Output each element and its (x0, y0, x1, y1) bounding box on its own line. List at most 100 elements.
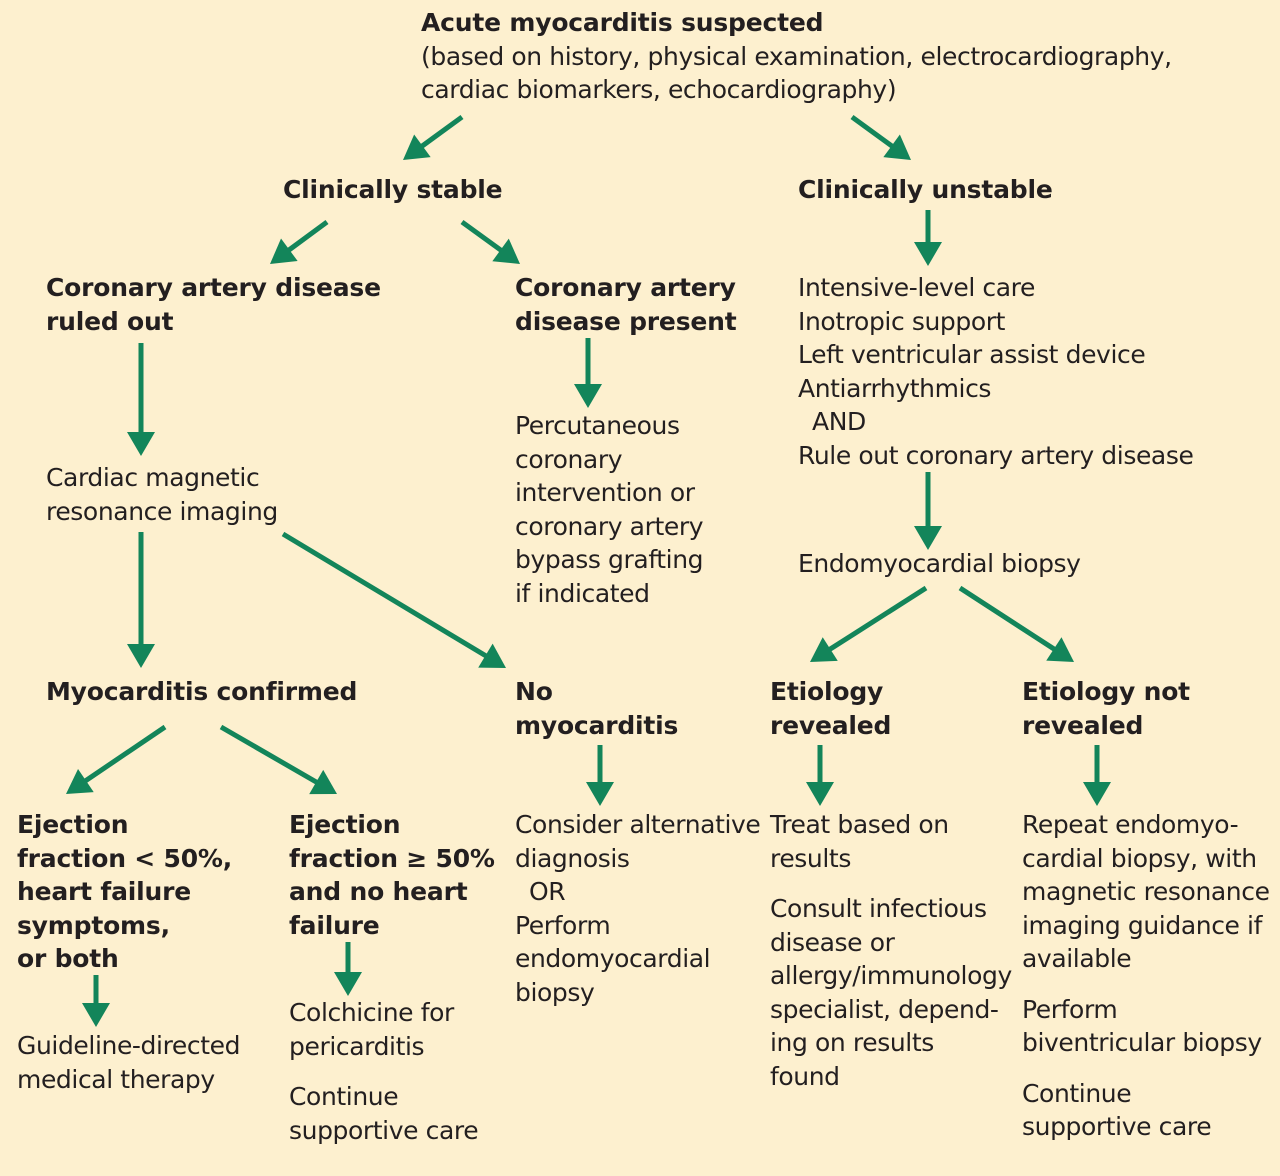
node-pci-cabg-line: if indicated (515, 578, 650, 608)
node-treat-results-line: Treat based on (770, 810, 949, 839)
node-myocarditis-confirmed: Myocarditis confirmed (46, 677, 358, 706)
node-clinically-stable: Clinically stable (283, 175, 503, 204)
arrow-to-low-ef (66, 724, 167, 794)
node-treat-results-line: results (770, 843, 851, 873)
node-alternative-diagnosis-or: OR (529, 877, 566, 906)
node-high-ef-line: and no heart (289, 877, 468, 906)
arrow-to-intensive-care-head (914, 242, 942, 266)
arrow-to-endomyocardial-biopsy-head (914, 526, 942, 550)
node-suspected: Acute myocarditis suspected (based on hi… (421, 6, 1172, 107)
node-cad-present: Coronary artery disease present (515, 271, 737, 338)
node-colchicine-line: pericarditis (289, 1031, 425, 1061)
arrow-to-pci-cabg-head (574, 384, 602, 408)
node-consult-specialist-line: found (770, 1061, 840, 1091)
node-cad-present-line: Coronary artery (515, 273, 736, 302)
node-gdmt-line: Guideline-directed (17, 1031, 241, 1060)
arrow-to-unstable-head (883, 134, 911, 160)
node-high-ef: Ejection fraction ≥ 50% and no heart fai… (289, 808, 495, 942)
arrow-to-repeat-biopsy (1083, 745, 1111, 806)
arrow-to-cad-present-head (492, 238, 520, 264)
node-supportive-care-line: Continue (1022, 1078, 1132, 1108)
arrow-to-myocarditis-confirmed (127, 532, 155, 668)
node-low-ef: Ejection fraction < 50%, heart failure s… (17, 808, 232, 976)
node-repeat-biopsy-line: Repeat endomyo- (1022, 810, 1239, 839)
node-intensive-care-line: Left ventricular assist device (798, 340, 1146, 369)
node-intensive-care-line: Antiarrhythmics (798, 373, 992, 403)
node-low-ef-line: symptoms, (17, 910, 170, 940)
node-cardiac-mri-line: Cardiac magnetic (46, 463, 260, 492)
node-repeat-biopsy-line: available (1022, 944, 1132, 973)
node-alternative-diagnosis-line: biopsy (515, 977, 595, 1007)
node-biventricular-biopsy-line: Perform (1022, 994, 1118, 1024)
arrow-to-low-ef-head (66, 768, 94, 794)
node-colchicine-line: Colchicine for (289, 998, 454, 1027)
arrow-to-high-ef-shaft (219, 724, 320, 786)
node-intensive-care-line: Inotropic support (798, 306, 1006, 336)
node-intensive-care-line: Rule out coronary artery disease (798, 440, 1194, 470)
arrow-to-gdmt (82, 975, 110, 1027)
arrow-to-cad-present (460, 219, 520, 264)
node-colchicine: Colchicine for pericarditis Continue sup… (289, 996, 479, 1147)
node-alternative-diagnosis-line: Perform (515, 910, 611, 940)
node-cad-present-line: disease present (515, 306, 737, 336)
node-no-myocarditis: No myocarditis (515, 675, 678, 742)
node-suspected-detail: cardiac biomarkers, echocardiography) (421, 75, 897, 104)
arrow-to-no-myocarditis (281, 531, 506, 668)
node-high-ef-line: fraction ≥ 50% (289, 843, 495, 873)
arrow-to-treat-results-head (806, 782, 834, 806)
arrow-to-etiology-revealed (810, 585, 928, 662)
node-cad-ruled-out-line: ruled out (46, 306, 174, 336)
node-high-ef-line: Ejection (289, 810, 401, 839)
node-alternative-diagnosis-line: endomyocardial (515, 944, 711, 973)
arrow-to-myocarditis-confirmed-head (127, 644, 155, 668)
node-pci-cabg-line: coronary (515, 444, 623, 474)
node-consult-specialist-line: disease or (770, 927, 895, 957)
node-etiology-not-revealed-line: revealed (1022, 710, 1144, 740)
arrow-to-pci-cabg (574, 338, 602, 408)
node-etiology-not-revealed-line: Etiology not (1022, 677, 1190, 706)
node-supportive-care-line: supportive care (289, 1115, 479, 1145)
arrow-to-cad-ruled-out (270, 219, 329, 264)
node-low-ef-line: heart failure (17, 877, 191, 906)
node-repeat-biopsy-line: cardial biopsy, with (1022, 843, 1257, 873)
arrow-to-stable (403, 114, 464, 160)
arrow-to-colchicine (334, 942, 362, 996)
node-etiology-revealed-line: Etiology (770, 677, 884, 706)
node-alternative-diagnosis: Consider alternative diagnosis OR Perfor… (515, 808, 761, 1009)
arrow-to-treat-results (806, 745, 834, 806)
arrow-to-no-myocarditis-shaft (281, 531, 489, 659)
node-endomyocardial-biopsy: Endomyocardial biopsy (798, 549, 1081, 578)
arrow-to-stable-head (403, 134, 431, 160)
arrow-to-alternative-diagnosis-head (586, 782, 614, 806)
node-pci-cabg: Percutaneous coronary intervention or co… (515, 409, 704, 610)
arrow-to-no-myocarditis-head (478, 643, 506, 668)
node-etiology-not-revealed: Etiology not revealed (1022, 675, 1190, 742)
node-supportive-care-line: Continue (289, 1082, 399, 1111)
arrow-to-alternative-diagnosis (586, 745, 614, 806)
arrow-to-etiology-revealed-shaft (827, 585, 928, 653)
arrow-to-etiology-not-revealed (958, 585, 1074, 662)
node-low-ef-line: Ejection (17, 810, 129, 839)
node-high-ef-line: failure (289, 910, 380, 940)
node-pci-cabg-line: Percutaneous (515, 411, 680, 440)
node-cardiac-mri-line: resonance imaging (46, 496, 278, 526)
node-etiology-revealed-line: revealed (770, 710, 892, 740)
arrow-to-etiology-not-revealed-shaft (958, 585, 1057, 653)
arrow-to-unstable (850, 114, 911, 160)
arrow-to-unstable-shaft (850, 114, 895, 150)
node-repeat-biopsy-line: magnetic resonance (1022, 877, 1270, 906)
node-biventricular-biopsy-line: biventricular biopsy (1022, 1028, 1262, 1057)
node-etiology-revealed: Etiology revealed (770, 675, 891, 742)
node-consult-specialist-line: allergy/immunology (770, 961, 1012, 990)
arrow-to-intensive-care (914, 210, 942, 266)
node-pci-cabg-line: intervention or (515, 478, 695, 507)
arrow-to-colchicine-head (334, 972, 362, 996)
arrow-to-high-ef-head (309, 769, 337, 795)
arrow-to-endomyocardial-biopsy (914, 472, 942, 550)
node-intensive-care-and: AND (812, 407, 866, 436)
arrow-to-stable-shaft (419, 114, 464, 150)
node-no-myocarditis-line: No (515, 677, 553, 706)
node-consult-specialist-line: specialist, depend- (770, 994, 999, 1024)
